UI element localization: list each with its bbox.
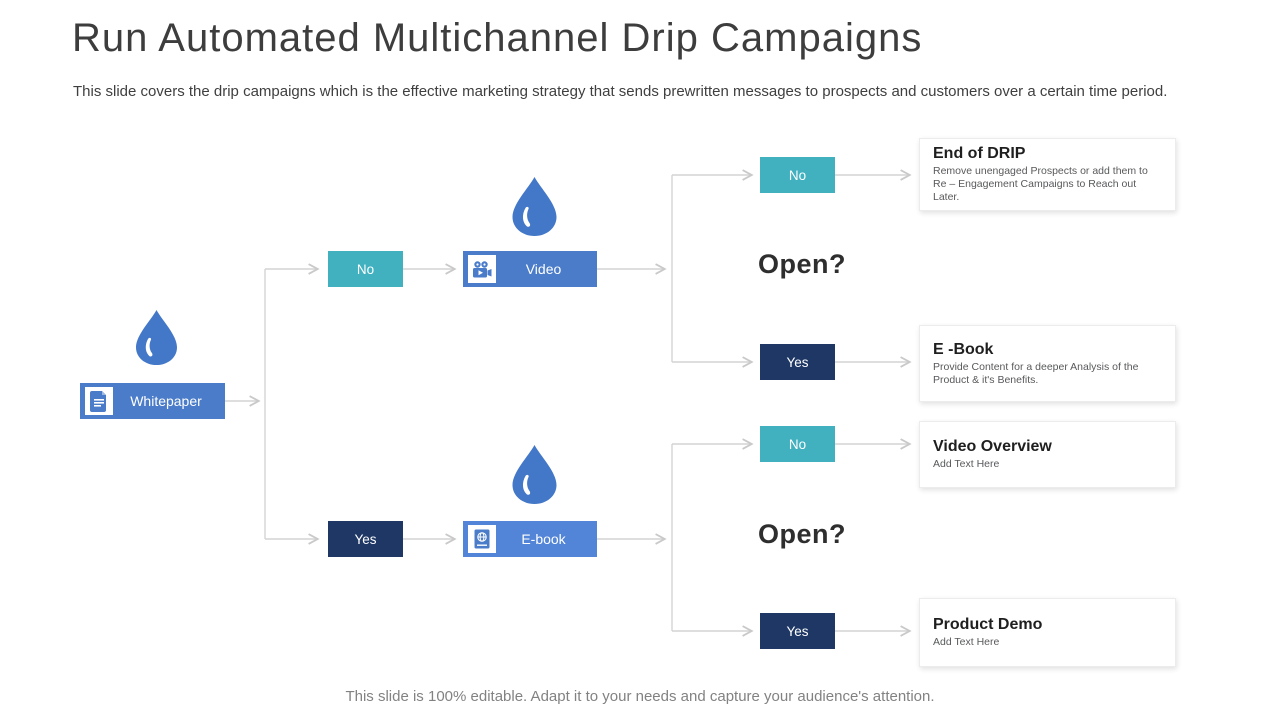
flow-node-video: Video <box>463 251 597 287</box>
card-description: Remove unengaged Prospects or add them t… <box>933 165 1148 203</box>
water-drop-icon <box>136 310 177 366</box>
slide-subtitle: This slide covers the drip campaigns whi… <box>73 83 1168 100</box>
card-title: E -Book <box>933 340 994 358</box>
slide-footer-note: This slide is 100% editable. Adapt it to… <box>345 688 935 705</box>
decision-no-top-left: No <box>328 251 403 287</box>
question-open-top: Open? <box>758 249 846 279</box>
card-title: Product Demo <box>933 616 1043 633</box>
flow-node-label: Whitepaper <box>130 393 202 409</box>
flow-node-ebook: E-book <box>463 521 597 557</box>
decision-no-top-right: No <box>760 157 835 193</box>
page-title: Run Automated Multichannel Drip Campaign… <box>72 16 923 60</box>
card-title: End of DRIP <box>933 145 1026 162</box>
decision-yes-bottom-right: Yes <box>760 613 835 649</box>
question-open-bottom: Open? <box>758 519 846 549</box>
card-description: Add Text Here <box>933 636 1000 648</box>
flow-node-label: E-book <box>521 531 566 547</box>
decision-yes-bottom-left: Yes <box>328 521 403 557</box>
video-camera-icon <box>468 255 496 283</box>
card-description: Provide Content for a deeper Analysis of… <box>933 360 1139 386</box>
water-drop-icon <box>512 177 557 236</box>
card-title: Video Overview <box>933 438 1052 455</box>
flow-node-label: Video <box>525 261 562 277</box>
flow-node-whitepaper: Whitepaper <box>80 383 225 419</box>
outcome-card-end-of-drip: End of DRIP Remove unengaged Prospects o… <box>919 138 1176 211</box>
decision-no-bottom-right: No <box>760 426 835 462</box>
ebook-icon <box>468 525 496 553</box>
outcome-card-product-demo: Product Demo Add Text Here <box>919 598 1176 667</box>
card-description: Add Text Here <box>933 458 1000 470</box>
document-icon <box>85 387 113 415</box>
water-drop-icon <box>512 445 557 504</box>
outcome-card-ebook: E -Book Provide Content for a deeper Ana… <box>919 325 1176 402</box>
decision-yes-top-right: Yes <box>760 344 835 380</box>
outcome-card-video-overview: Video Overview Add Text Here <box>919 421 1176 488</box>
